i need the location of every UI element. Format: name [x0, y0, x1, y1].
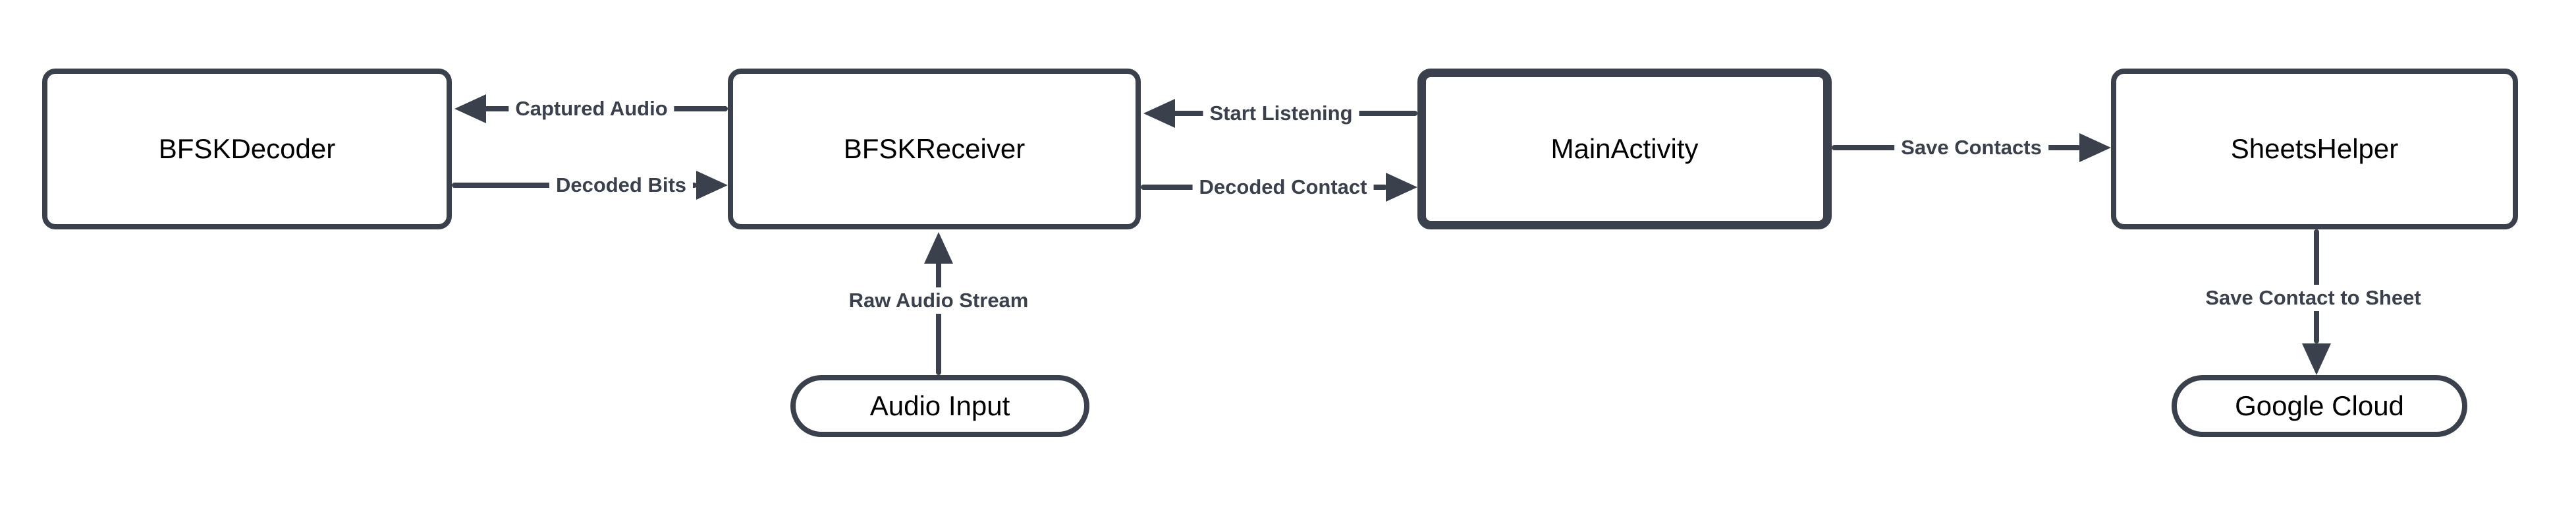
node-audio-input-label: Audio Input — [869, 390, 1010, 421]
node-bfsk-receiver[interactable]: BFSKReceiver — [728, 69, 1141, 229]
node-sheets-helper-label: SheetsHelper — [2230, 133, 2399, 164]
node-bfsk-receiver-label: BFSKReceiver — [843, 133, 1026, 164]
node-bfsk-decoder[interactable]: BFSKDecoder — [42, 69, 452, 229]
edge-start-listening-arrowhead — [1143, 99, 1175, 128]
node-main-activity-label: MainActivity — [1550, 133, 1699, 164]
node-sheets-helper[interactable]: SheetsHelper — [2111, 69, 2518, 229]
node-google-cloud[interactable]: Google Cloud — [2172, 375, 2467, 437]
edge-raw-audio-stream-label[interactable]: Raw Audio Stream — [842, 287, 1035, 314]
edge-decoded-contact-arrowhead — [1386, 173, 1417, 202]
edge-save-contact-to-sheet-arrowhead — [2302, 343, 2331, 375]
edge-start-listening-label[interactable]: Start Listening — [1203, 100, 1359, 127]
edge-decoded-contact-label[interactable]: Decoded Contact — [1192, 174, 1374, 200]
node-main-activity[interactable]: MainActivity — [1417, 69, 1832, 229]
edge-raw-audio-stream-arrowhead — [924, 232, 953, 264]
edge-save-contact-to-sheet-label[interactable]: Save Contact to Sheet — [2199, 285, 2428, 311]
node-audio-input[interactable]: Audio Input — [790, 375, 1089, 437]
edge-decoded-bits-label[interactable]: Decoded Bits — [549, 172, 694, 198]
edge-captured-audio-arrowhead — [454, 94, 486, 123]
edge-decoded-bits-arrowhead — [696, 171, 728, 200]
edge-captured-audio-label[interactable]: Captured Audio — [508, 96, 674, 122]
node-google-cloud-label: Google Cloud — [2235, 390, 2404, 421]
edge-save-contacts-label[interactable]: Save Contacts — [1894, 134, 2048, 161]
edge-save-contacts-arrowhead — [2079, 133, 2111, 162]
edge-raw-audio-stream-line[interactable] — [936, 261, 941, 375]
node-bfsk-decoder-label: BFSKDecoder — [158, 133, 336, 164]
